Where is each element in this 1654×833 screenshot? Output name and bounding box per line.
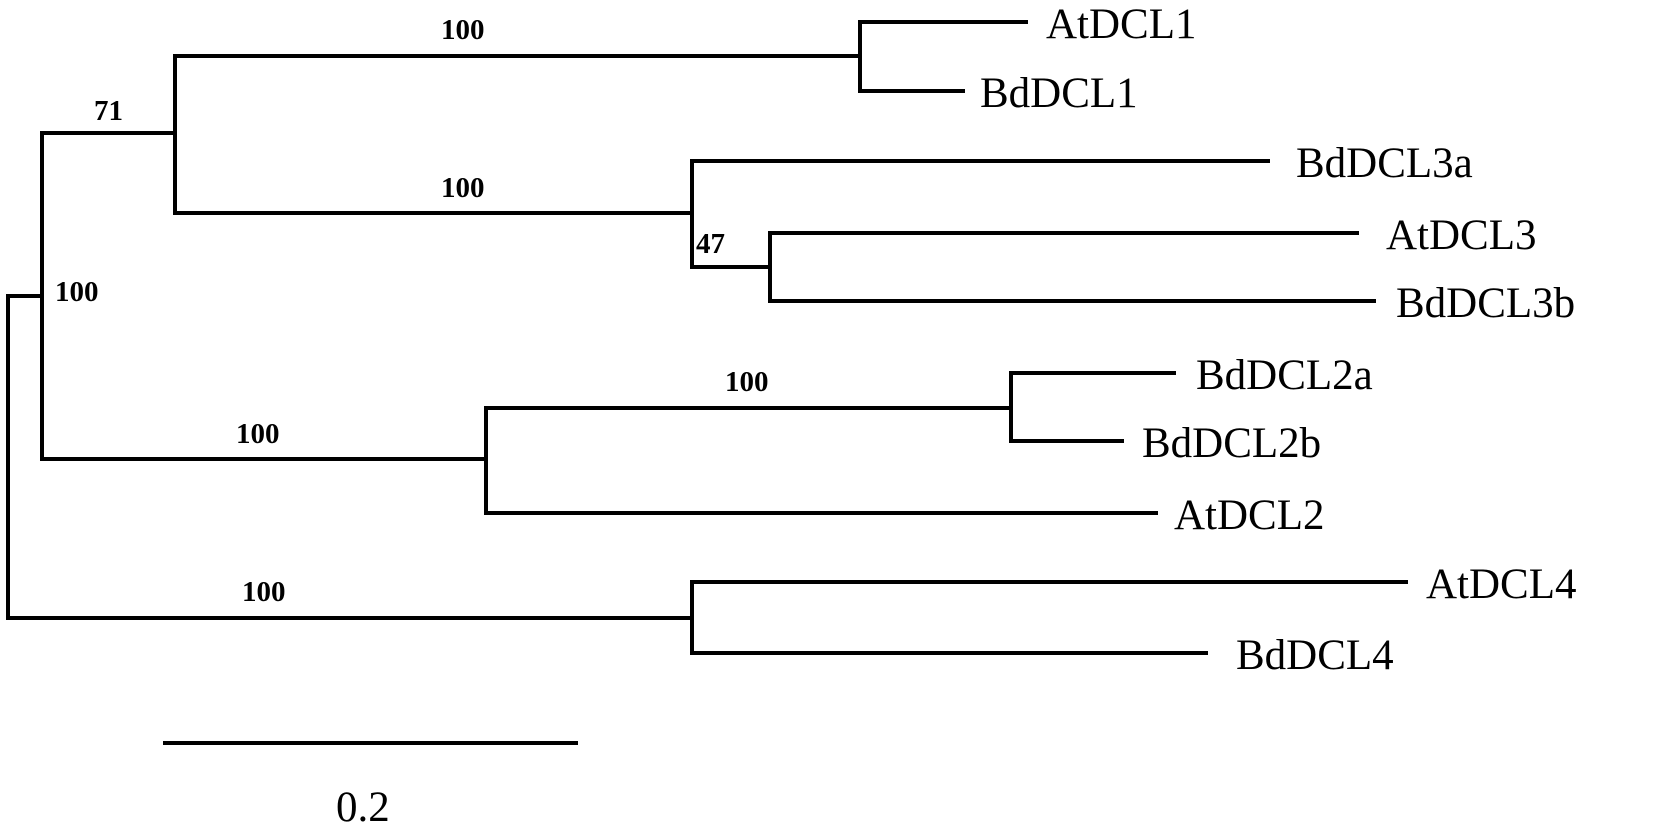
support-value-dcl1-dcl3: 71 [94,95,123,127]
support-value-dcl2: 100 [236,418,280,450]
support-value-dcl3: 100 [441,172,485,204]
tree-branches [6,20,1408,655]
scale-bar-label: 0.2 [336,784,390,831]
leaf-label-bddcl2b: BdDCL2b [1142,420,1321,467]
leaf-label-bddcl2a: BdDCL2a [1196,352,1373,399]
leaf-labels: AtDCL1 BdDCL1 BdDCL3a AtDCL3 BdDCL3b BdD… [980,1,1577,679]
leaf-label-bddcl3b: BdDCL3b [1396,280,1575,327]
leaf-label-atdcl3: AtDCL3 [1386,212,1537,259]
support-value-dcl4: 100 [242,576,286,608]
support-value-dcl1-dcl3-dcl2: 100 [55,276,99,308]
scale-bar: 0.2 [163,741,578,831]
leaf-label-atdcl1: AtDCL1 [1046,1,1197,48]
support-value-atdcl1-bddcl1: 100 [441,14,485,46]
support-value-bddcl2a-bddcl2b: 100 [725,366,769,398]
leaf-label-atdcl2: AtDCL2 [1174,492,1325,539]
leaf-label-bddcl1: BdDCL1 [980,70,1138,117]
leaf-label-atdcl4: AtDCL4 [1426,561,1577,608]
support-values: 100 71 100 47 100 100 100 100 [55,14,769,608]
support-value-atdcl3-bddcl3b: 47 [696,228,725,260]
leaf-label-bddcl3a: BdDCL3a [1296,140,1473,187]
leaf-label-bddcl4: BdDCL4 [1236,632,1394,679]
